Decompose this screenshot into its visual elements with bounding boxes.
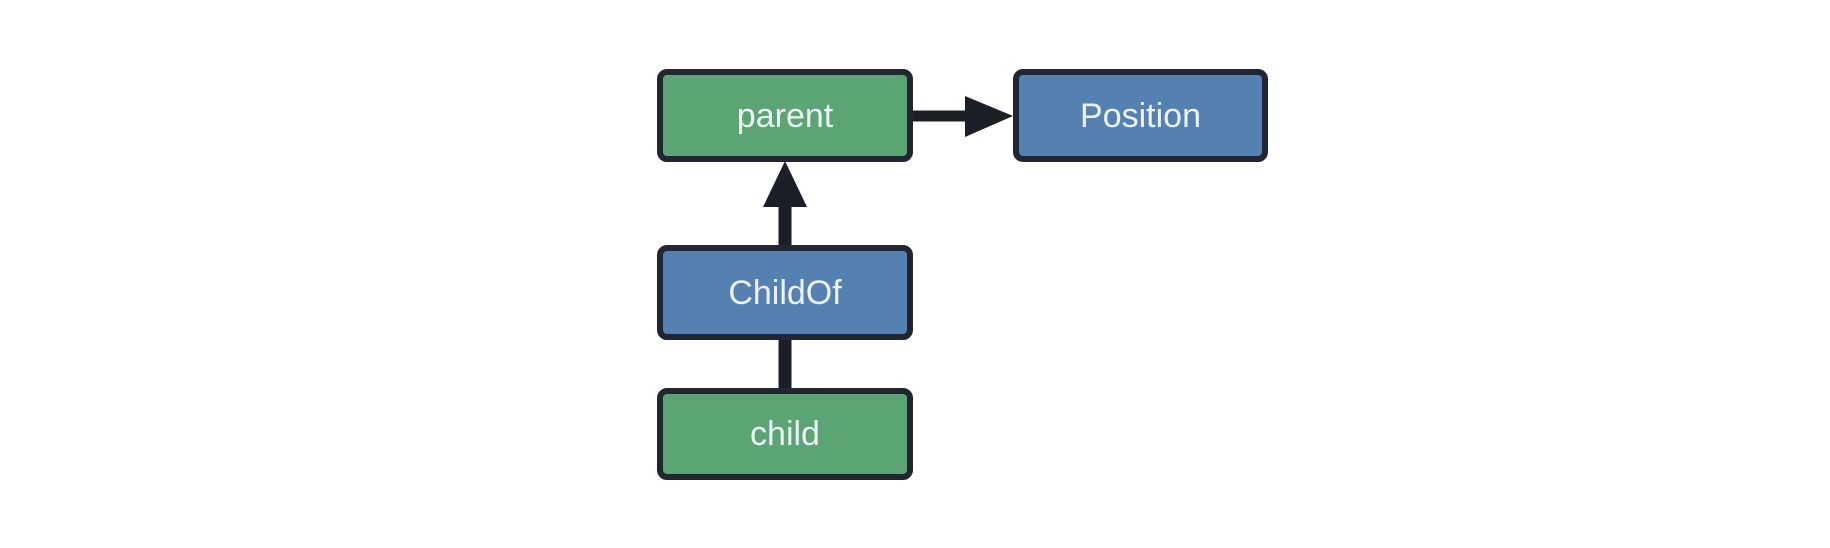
node-parent: parent (657, 69, 913, 162)
node-childof-label: ChildOf (728, 273, 842, 312)
node-position-label: Position (1080, 96, 1201, 135)
node-childof: ChildOf (657, 245, 913, 340)
node-child-label: child (750, 415, 820, 453)
edge-childof-to-parent (763, 161, 807, 247)
node-position: Position (1013, 69, 1268, 162)
node-child: child (657, 388, 913, 480)
arrowhead-right-icon (965, 96, 1013, 137)
edge-parent-to-position (910, 96, 1013, 137)
arrowhead-up-icon (763, 161, 807, 207)
node-parent-label: parent (736, 96, 834, 135)
